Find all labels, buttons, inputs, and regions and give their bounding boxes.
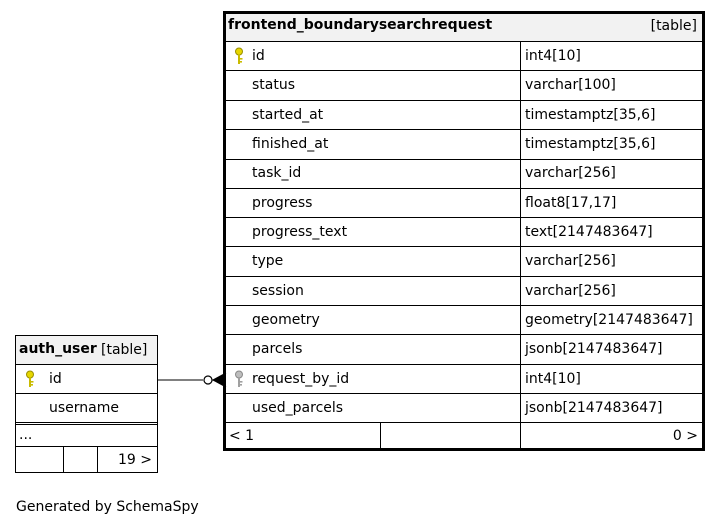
auth-user-more-columns: ... (19, 427, 33, 443)
auth-user-header (16, 336, 157, 364)
column-type-geometry: geometry[2147483647] (525, 312, 693, 328)
column-name-id: id (252, 48, 265, 64)
column-name-progress-text: progress_text (252, 224, 348, 240)
column-type-task-id: varchar[256] (525, 165, 616, 181)
auth-user-children-count[interactable]: 19 > (118, 452, 152, 468)
column-name-type: type (252, 253, 284, 269)
primary-key-icon (24, 370, 36, 392)
column-type-session: varchar[256] (525, 283, 616, 299)
column-type-type: varchar[256] (525, 253, 616, 269)
children-count[interactable]: 0 > (672, 428, 698, 444)
column-name-used-parcels: used_parcels (252, 400, 344, 416)
generated-by-label: Generated by SchemaSpy (16, 499, 199, 515)
auth-user-title: auth_user (19, 341, 97, 357)
column-type-used-parcels: jsonb[2147483647] (525, 400, 663, 416)
auth-user-column-id: id (49, 371, 62, 387)
table-header (226, 14, 702, 41)
column-name-finished-at: finished_at (252, 136, 329, 152)
table-title: frontend_boundarysearchrequest (228, 17, 493, 33)
table-frontend-boundarysearchrequest[interactable] (223, 11, 705, 451)
column-name-request-by-id: request_by_id (252, 371, 350, 387)
column-type-finished-at: timestamptz[35,6] (525, 136, 656, 152)
column-type-status: varchar[100] (525, 77, 616, 93)
column-name-parcels: parcels (252, 341, 303, 357)
column-name-status: status (252, 77, 296, 93)
column-name-geometry: geometry (252, 312, 320, 328)
column-type-parcels: jsonb[2147483647] (525, 341, 663, 357)
column-name-started-at: started_at (252, 107, 324, 123)
column-name-session: session (252, 283, 304, 299)
auth-user-kind-label: [table] (101, 342, 148, 358)
column-name-progress: progress (252, 195, 313, 211)
parents-count[interactable]: < 1 (229, 428, 255, 444)
primary-key-icon (233, 47, 245, 69)
column-type-progress-text: text[2147483647] (525, 224, 653, 240)
auth-user-column-username: username (49, 400, 119, 416)
column-name-task-id: task_id (252, 165, 302, 181)
table-auth-user[interactable] (15, 335, 158, 473)
foreign-key-icon (233, 370, 245, 392)
column-type-started-at: timestamptz[35,6] (525, 107, 656, 123)
column-type-request-by-id: int4[10] (525, 371, 581, 387)
table-kind-label: [table] (650, 18, 697, 34)
column-type-progress: float8[17,17] (525, 195, 617, 211)
column-type-id: int4[10] (525, 48, 581, 64)
